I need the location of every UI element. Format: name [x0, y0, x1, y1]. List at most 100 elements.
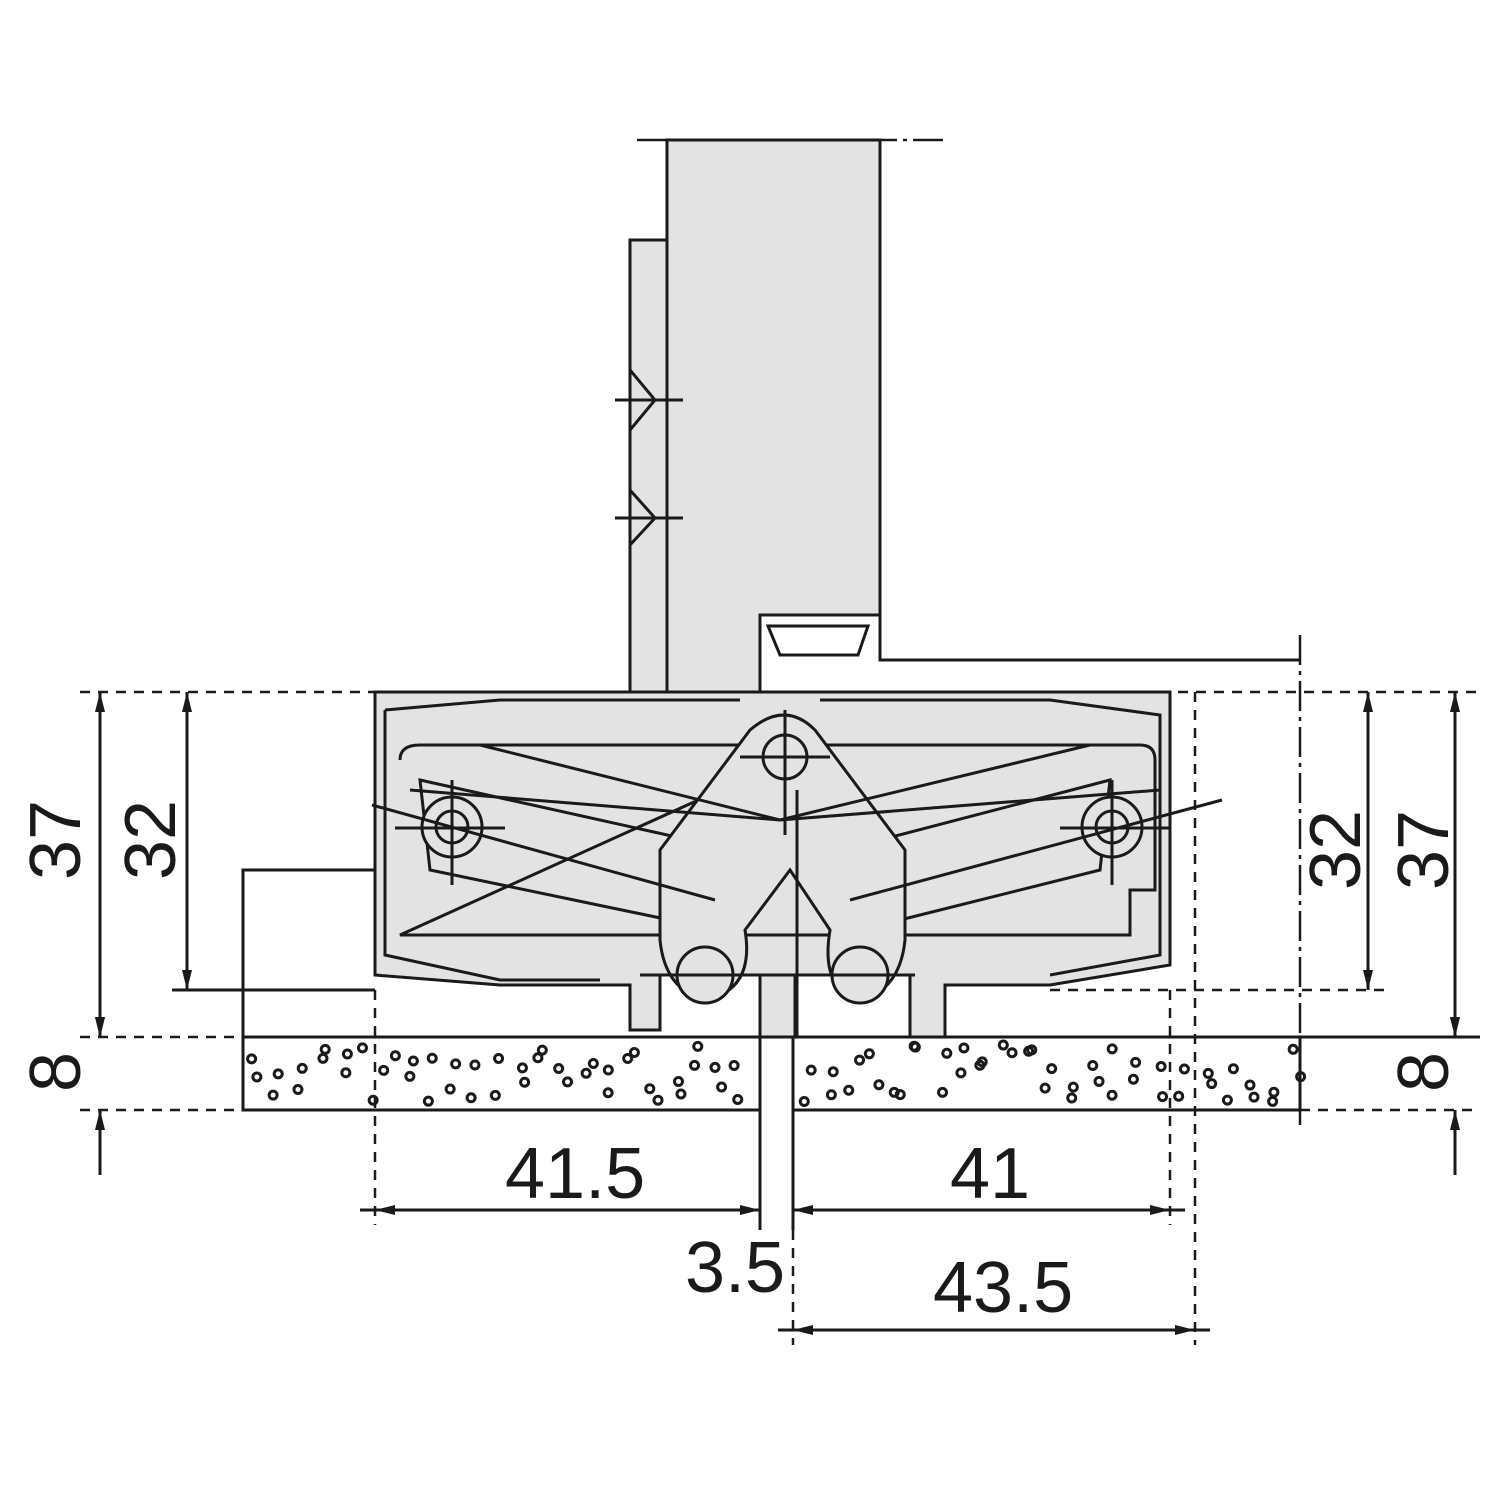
hatch-dot — [958, 1042, 970, 1054]
hatch-dot — [1067, 1081, 1079, 1093]
hatch-dot — [1267, 1095, 1279, 1107]
hatch-dot — [652, 1094, 664, 1106]
hatch-dot — [465, 1092, 477, 1104]
hatch-dot — [644, 1083, 656, 1095]
hatch-dot — [489, 1089, 501, 1101]
hatch-dot — [1106, 1089, 1118, 1101]
hatch-dot — [422, 1095, 434, 1107]
hatch-dot — [246, 1053, 258, 1065]
hatch-dot — [888, 1086, 900, 1098]
hatch-dot — [367, 1094, 379, 1106]
hatch-dot — [955, 1067, 967, 1079]
hatch-dot — [716, 1081, 728, 1093]
hatch-dot — [1221, 1094, 1233, 1106]
hatch-dot — [1173, 1090, 1185, 1102]
hatch-dot — [1157, 1091, 1169, 1103]
hatch-dot — [728, 1060, 740, 1072]
hatch-dot — [1093, 1075, 1105, 1087]
hatch-dot — [827, 1066, 839, 1078]
hatch-dot — [976, 1056, 988, 1068]
dim-left-37: 37 — [16, 800, 96, 880]
hatch-dot — [1227, 1063, 1239, 1075]
hatch-dot — [805, 1064, 817, 1076]
hatch-dot — [1248, 1091, 1260, 1103]
hatch-dot — [941, 1047, 953, 1059]
hatch-dot — [340, 1067, 352, 1079]
wall-board — [241, 1035, 1307, 1112]
dim-left-8: 8 — [16, 1052, 96, 1092]
hatch-dot — [267, 1089, 279, 1101]
hatch-dot — [602, 1064, 614, 1076]
hatch-dot — [1046, 1063, 1058, 1075]
hatch-dot — [450, 1058, 462, 1070]
board-hatching — [246, 1039, 1307, 1107]
dim-right-37: 37 — [1384, 810, 1464, 890]
hatch-dot — [1039, 1082, 1051, 1094]
hatch-dot — [1006, 1047, 1018, 1059]
hatch-dot — [272, 1068, 284, 1080]
dim-right-8: 8 — [1384, 1052, 1464, 1092]
hatch-dot — [536, 1044, 548, 1056]
dim-41-5: 41.5 — [505, 1134, 645, 1214]
hatch-dot — [296, 1062, 308, 1074]
hatch-dot — [622, 1052, 634, 1064]
hatch-dot — [404, 1070, 416, 1082]
hatch-dot — [519, 1076, 531, 1088]
hatch-dot — [469, 1059, 481, 1071]
hatch-dot — [1066, 1092, 1078, 1104]
hatch-dot — [709, 1061, 721, 1073]
hatch-dot — [1106, 1043, 1118, 1055]
dim-43-5: 43.5 — [933, 1248, 1073, 1328]
dim-3-5: 3.5 — [685, 1228, 785, 1308]
hatch-dot — [1206, 1078, 1218, 1090]
hatch-dot — [1023, 1045, 1035, 1057]
hatch-dot — [1287, 1043, 1299, 1055]
hatch-dot — [516, 1062, 528, 1074]
hatch-dot — [444, 1083, 456, 1095]
dim-41: 41 — [950, 1134, 1030, 1214]
hatch-dot — [1202, 1067, 1214, 1079]
hatch-dot — [798, 1095, 810, 1107]
hatch-dot — [672, 1075, 684, 1087]
hatch-dot — [319, 1043, 331, 1055]
hatch-dot — [251, 1071, 263, 1083]
hatch-dot — [937, 1086, 949, 1098]
hatch-dot — [873, 1079, 885, 1091]
hatch-dot — [1178, 1063, 1190, 1075]
hatch-dot — [732, 1094, 744, 1106]
hatch-dot — [1130, 1056, 1142, 1068]
hatch-dot — [825, 1089, 837, 1101]
hatch-dot — [863, 1048, 875, 1060]
hatch-dot — [389, 1050, 401, 1062]
hatch-dot — [1155, 1061, 1167, 1073]
hatch-dot — [1244, 1079, 1256, 1091]
hatch-dot — [675, 1088, 687, 1100]
hatch-dot — [1127, 1073, 1139, 1085]
hatch-dot — [628, 1047, 640, 1059]
frame-block — [241, 868, 375, 1110]
hatch-dot — [317, 1052, 329, 1064]
dim-left-32: 32 — [111, 800, 191, 880]
hatch-dot — [378, 1064, 390, 1076]
hatch-dot — [493, 1052, 505, 1064]
dim-right-32: 32 — [1296, 810, 1376, 890]
hatch-dot — [1268, 1086, 1280, 1098]
hatch-dot — [1087, 1059, 1099, 1071]
hatch-dot — [407, 1055, 419, 1067]
hatch-dot — [997, 1039, 1009, 1051]
hatch-dot — [908, 1040, 920, 1052]
hatch-dot — [532, 1052, 544, 1064]
hatch-dot — [587, 1058, 599, 1070]
hatch-dot — [553, 1062, 565, 1074]
hinge-body — [371, 690, 1223, 1039]
door-leaf — [615, 138, 1300, 694]
hatch-dot — [580, 1067, 592, 1079]
hatch-dot — [292, 1084, 304, 1096]
hatch-dot — [602, 1087, 614, 1099]
hatch-dot — [854, 1054, 866, 1066]
hatch-dot — [692, 1040, 704, 1052]
hatch-dot — [843, 1084, 855, 1096]
hatch-dot — [356, 1042, 368, 1054]
